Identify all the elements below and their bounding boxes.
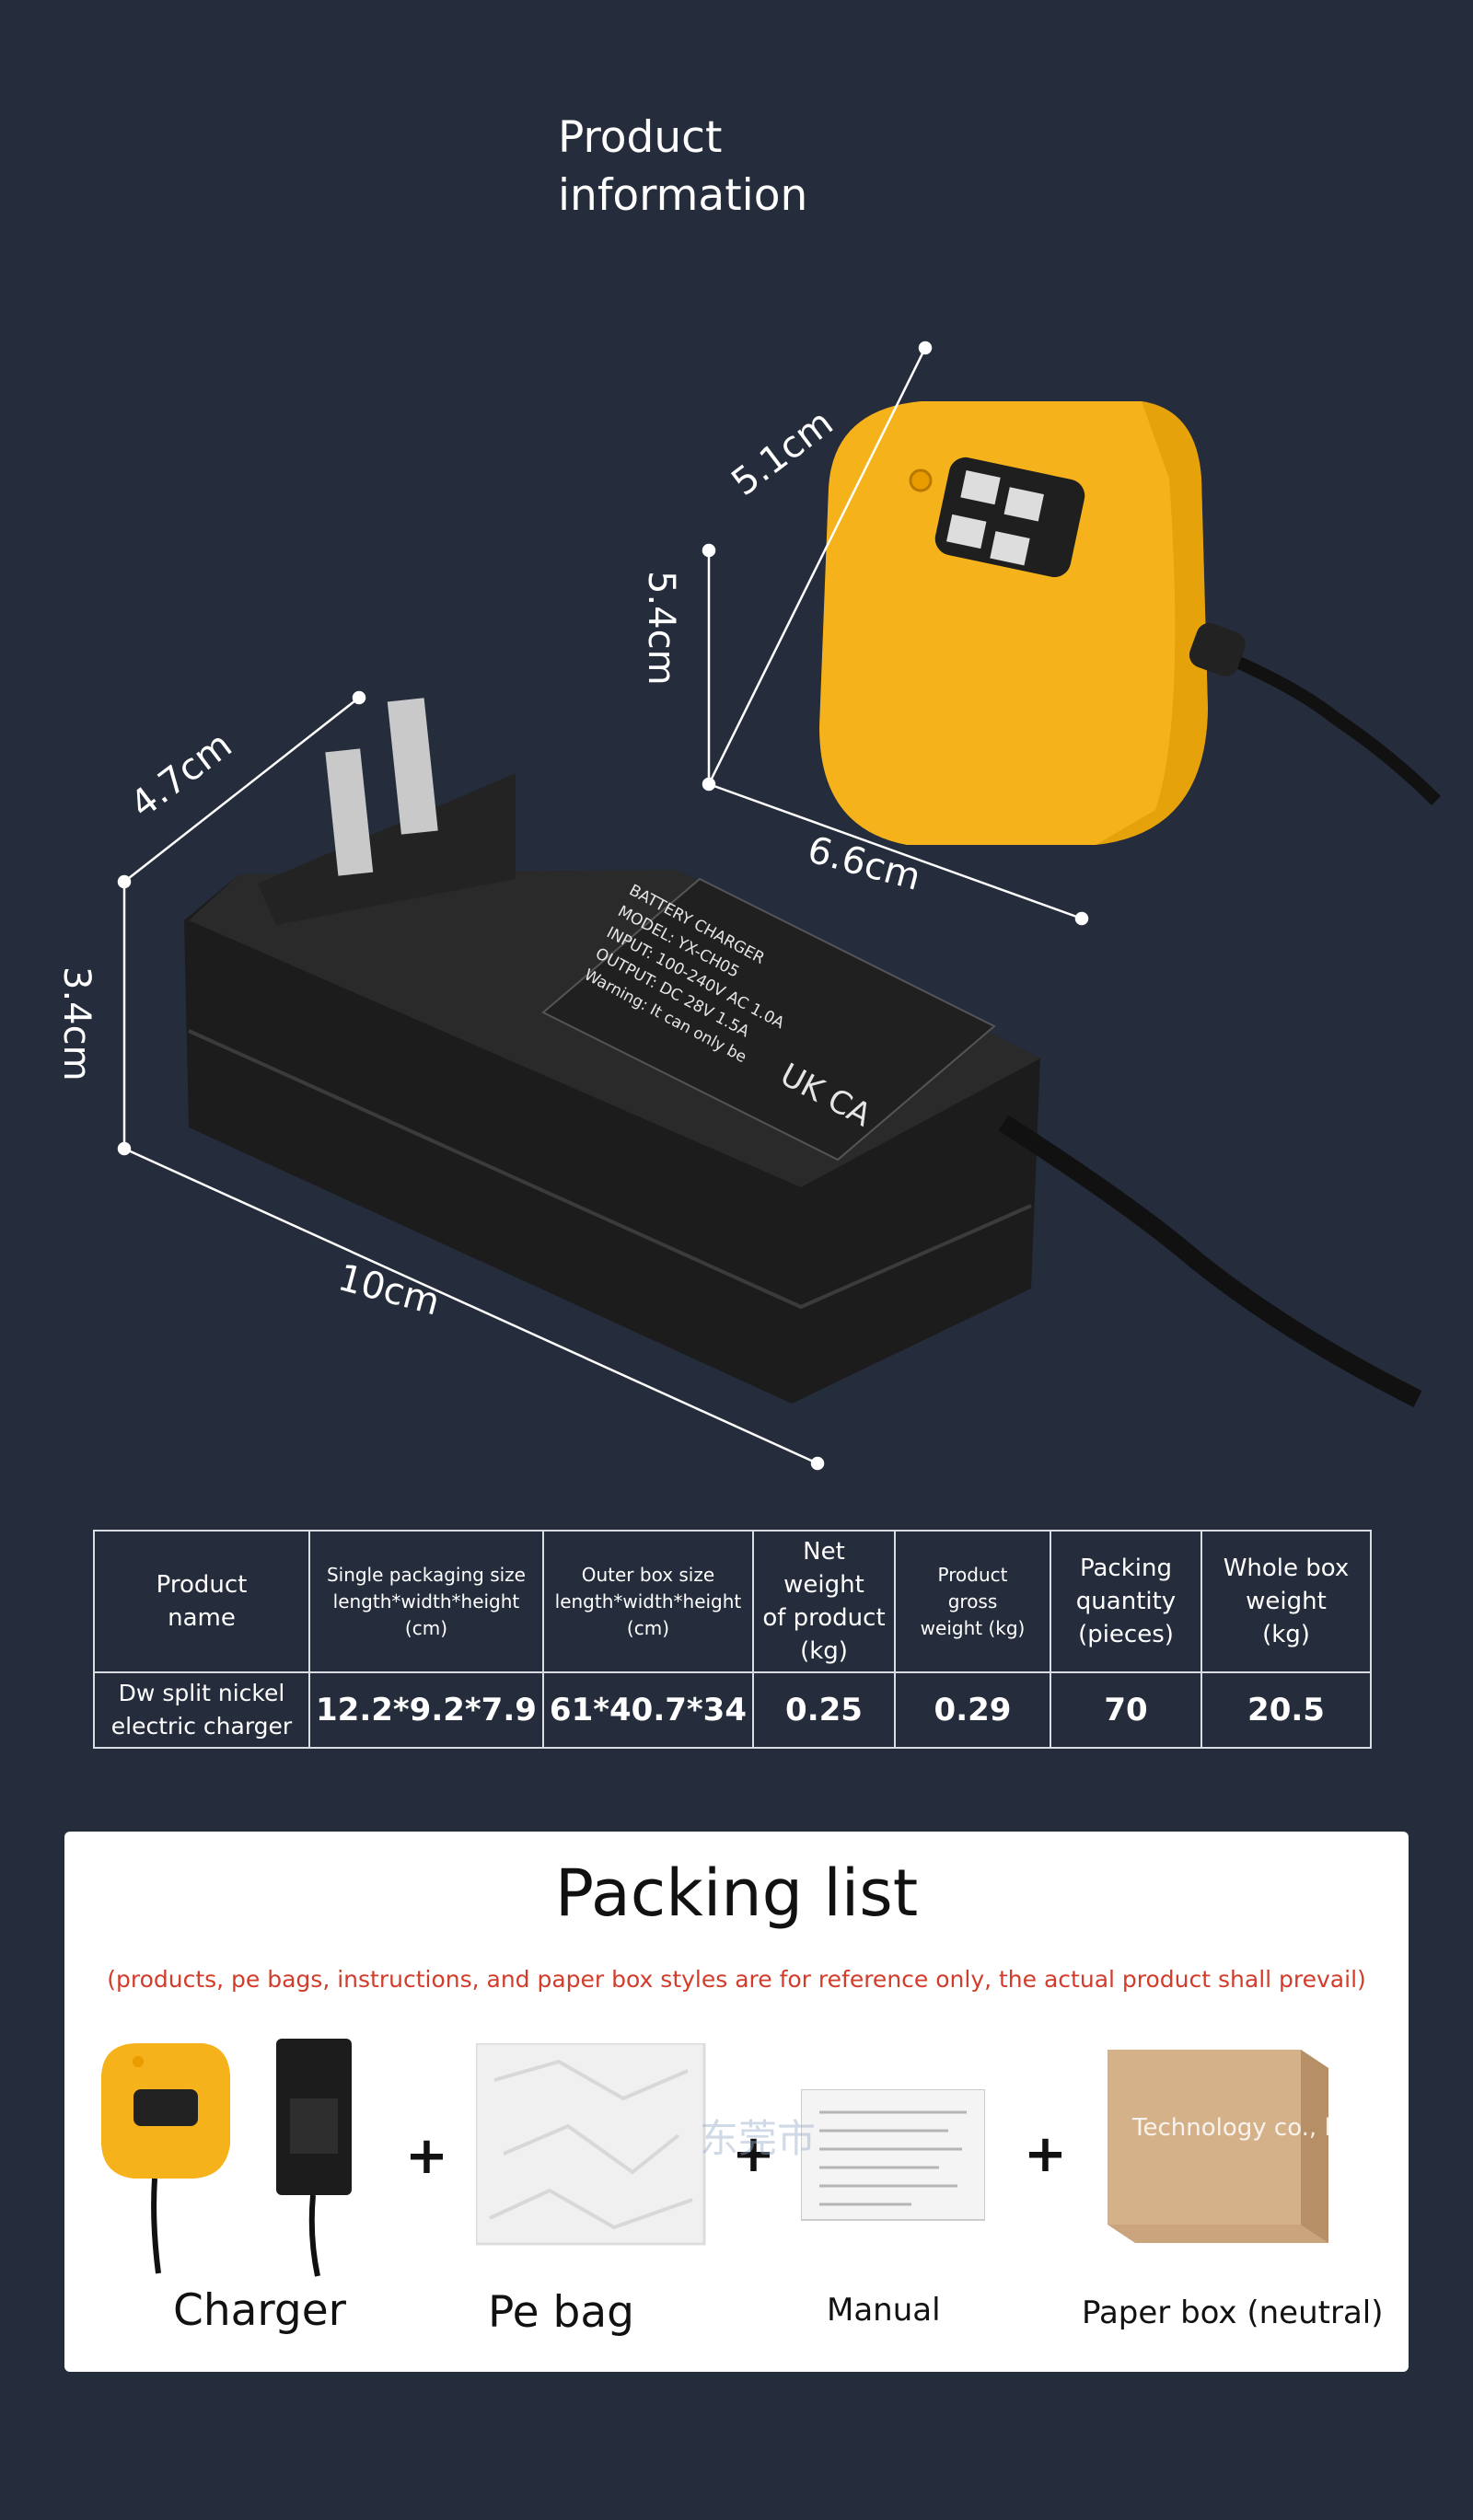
table-row: Dw split nickel electric charger 12.2*9.… <box>93 1671 1372 1749</box>
cell-gross-weight: 0.29 <box>894 1671 1051 1749</box>
packing-list-title: Packing list <box>554 1855 919 1931</box>
cell-net-weight: 0.25 <box>752 1671 896 1749</box>
item-label-charger: Charger <box>173 2285 346 2336</box>
item-label-pe-bag: Pe bag <box>488 2287 634 2338</box>
paper-box-thumbnail <box>1108 2050 1328 2243</box>
power-adapter-image: BATTERY CHARGER MODEL: YX-CH05 INPUT: 10… <box>184 698 1422 1407</box>
spec-table: Product name Single packaging size lengt… <box>93 1530 1372 1749</box>
charger-height-label: 5.4cm <box>640 571 682 686</box>
header-box-weight: Whole box weight (kg) <box>1200 1530 1372 1673</box>
yellow-charger-image <box>819 401 1441 845</box>
header-outer-size: Outer box size length*width*height (cm) <box>541 1530 755 1673</box>
cell-product-name: Dw split nickel electric charger <box>93 1671 310 1749</box>
charger-thumbnail <box>101 2039 352 2277</box>
cell-box-weight: 20.5 <box>1200 1671 1372 1749</box>
plus-sign-1: + <box>405 2126 448 2186</box>
charger-width-label: 5.1cm <box>724 401 841 504</box>
manual-thumbnail <box>801 2089 985 2221</box>
header-packing-quantity: Packing quantity (pieces) <box>1050 1530 1202 1673</box>
watermark-cn: 东莞市 <box>700 2116 817 2161</box>
pe-bag-thumbnail <box>476 2043 706 2246</box>
cell-outer-size: 61*40.7*34 <box>541 1671 755 1749</box>
adapter-depth-label: 4.7cm <box>122 723 239 827</box>
cell-single-size: 12.2*9.2*7.9 <box>308 1671 544 1749</box>
page-title: Product information <box>558 112 808 221</box>
header-product-name: Product name <box>93 1530 310 1673</box>
item-label-manual: Manual <box>827 2292 941 2329</box>
header-net-weight: Net weight of product (kg) <box>752 1530 896 1673</box>
header-gross-weight: Product gross weight (kg) <box>894 1530 1051 1673</box>
watermark-en: Technology co., ltd <box>1132 2114 1356 2142</box>
adapter-length-label: 10cm <box>333 1256 444 1324</box>
spec-table-header-row: Product name Single packaging size lengt… <box>93 1530 1372 1673</box>
plus-sign-2: + <box>732 2124 775 2184</box>
packing-list-card: Packing list (products, pe bags, instruc… <box>64 1832 1409 2372</box>
header-single-size: Single packaging size length*width*heigh… <box>308 1530 544 1673</box>
packing-list-note: (products, pe bags, instructions, and pa… <box>107 1966 1366 1993</box>
product-dimension-illustration: BATTERY CHARGER MODEL: YX-CH05 INPUT: 10… <box>55 341 1441 1471</box>
item-label-paper-box: Paper box (neutral) <box>1082 2295 1384 2331</box>
adapter-height-label: 3.4cm <box>55 966 98 1081</box>
plus-sign-3: + <box>1024 2124 1067 2184</box>
cell-quantity: 70 <box>1050 1671 1202 1749</box>
